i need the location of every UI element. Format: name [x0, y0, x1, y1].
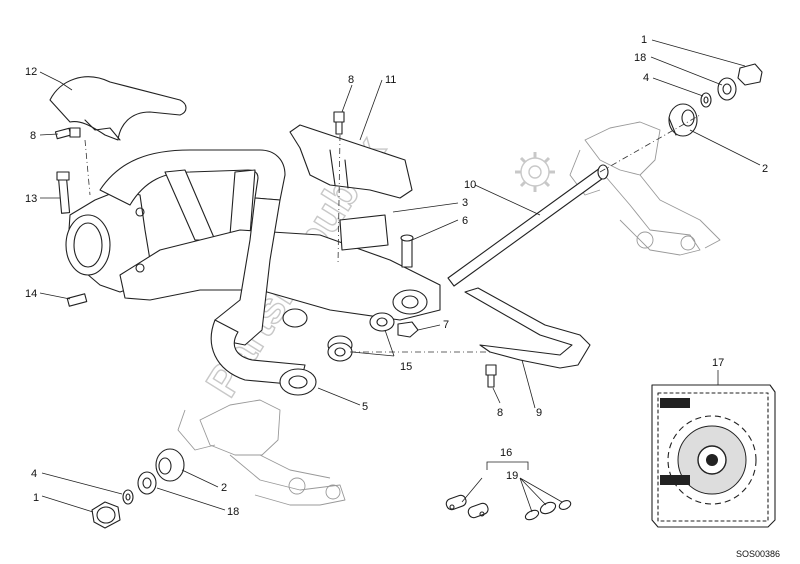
part-2-bearing-bottom: [155, 448, 185, 482]
reference-code: SOS00386: [736, 549, 780, 559]
callout-1-bottom: 1: [33, 492, 39, 504]
part-8-bolt-left: [54, 127, 81, 140]
part-9-chain-slider: [464, 287, 591, 369]
part-2-bearing-top: [668, 103, 698, 137]
assembly-axis-lines: [84, 114, 701, 353]
callout-8-top: 8: [348, 74, 354, 86]
callout-2-right: 2: [762, 163, 768, 175]
callout-18-top: 18: [634, 52, 646, 64]
callout-19: 19: [506, 470, 518, 482]
callout-15: 15: [400, 361, 412, 373]
part-17-decal-sheet: [651, 384, 776, 528]
part-7-nut: [397, 321, 419, 338]
callout-2-bottom: 2: [221, 482, 227, 494]
part-11-chain-guard: [289, 124, 413, 199]
part-8-bolt-bottom: [485, 364, 497, 388]
part-16-chain-link: [445, 494, 489, 519]
ghost-linkage-bottom: [177, 399, 346, 506]
part-4-washer-top: [700, 92, 712, 108]
callout-5: 5: [362, 401, 368, 413]
callout-7: 7: [443, 319, 449, 331]
ghost-linkage-top: [569, 121, 721, 256]
callout-11: 11: [385, 74, 396, 86]
part-19-link-clips: [524, 500, 572, 521]
part-14-bolt: [66, 293, 88, 307]
callout-16: 16: [500, 447, 512, 459]
callout-13: 13: [25, 193, 37, 205]
callout-18-bottom: 18: [227, 506, 239, 518]
part-1-cap-top: [737, 63, 763, 86]
callout-labels: 1 18 4 2 12 8 13 14 8 11 10 3 6 7 15 5 8…: [25, 34, 768, 518]
callout-9: 9: [536, 407, 542, 419]
gear-icon: [515, 152, 555, 192]
swingarm: [65, 149, 441, 396]
callout-4-top: 4: [643, 72, 649, 84]
callout-12: 12: [25, 66, 37, 78]
callout-8-bottom: 8: [497, 407, 503, 419]
part-8-bolt-top: [333, 111, 345, 135]
part-12-chain-guard: [49, 76, 187, 141]
part-18-spacer-bottom: [137, 471, 157, 495]
part-1-cap-bottom: [91, 501, 121, 529]
callout-3: 3: [462, 197, 468, 209]
part-15-spacers: [327, 312, 395, 362]
callout-14: 14: [25, 288, 37, 300]
callout-1-top: 1: [641, 34, 647, 46]
part-18-spacer-top: [717, 77, 737, 101]
callout-17: 17: [712, 357, 724, 369]
callout-8-left: 8: [30, 130, 36, 142]
callout-4-bottom: 4: [31, 468, 37, 480]
part-10-axle: [447, 164, 609, 287]
leader-lines: [39, 39, 761, 513]
sprocket-icon: [667, 415, 757, 505]
part-13-bolt: [56, 171, 71, 214]
part-4-washer-bottom: [122, 489, 134, 505]
callout-10: 10: [464, 179, 476, 191]
callout-6: 6: [462, 215, 468, 227]
part-3-bolt: [400, 234, 414, 268]
